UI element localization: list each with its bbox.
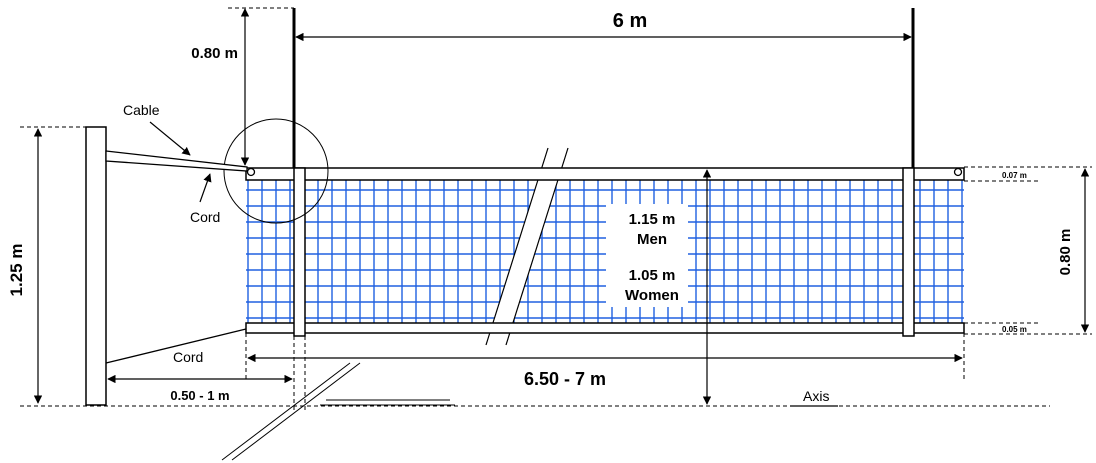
post — [85, 126, 107, 406]
axis-label: Axis — [803, 388, 829, 404]
women-height-label: 1.05 m — [629, 267, 676, 284]
cord-bottom-label: Cord — [173, 349, 203, 365]
women-label: Women — [625, 287, 679, 304]
cable-pointer — [149, 121, 191, 156]
cable — [105, 150, 248, 172]
men-label: Men — [637, 231, 667, 248]
top-band — [245, 167, 965, 181]
break-line-right — [505, 147, 569, 346]
side-band-left — [293, 167, 306, 337]
cable-label: Cable — [123, 102, 160, 118]
bottom-band — [245, 322, 965, 334]
label-background — [606, 204, 688, 307]
cord-pointer — [199, 173, 212, 203]
men-height-label: 1.15 m — [629, 211, 676, 228]
post-height-label: 1.25 m — [7, 244, 26, 297]
ring-left — [246, 167, 256, 177]
top-band-label: 0.07 m — [1002, 171, 1027, 180]
ring-right — [953, 167, 963, 177]
court-line-b — [221, 362, 351, 461]
cord-top-label: Cord — [190, 209, 220, 225]
side-band-right — [902, 167, 915, 337]
antenna-height-label: 0.80 m — [191, 45, 238, 62]
net-mesh — [246, 180, 964, 323]
net-length-label: 6.50 - 7 m — [524, 369, 606, 389]
detail-circle — [223, 118, 329, 224]
break-line-left — [485, 147, 549, 346]
bottom-band-label: 0.05 m — [1002, 325, 1027, 334]
lower-cord — [105, 328, 247, 364]
antenna-span-label: 6 m — [613, 10, 647, 32]
post-distance-label: 0.50 - 1 m — [170, 388, 229, 403]
net-break — [486, 148, 568, 345]
net-height-label: 0.80 m — [1057, 229, 1074, 276]
court-line-a — [231, 362, 361, 461]
